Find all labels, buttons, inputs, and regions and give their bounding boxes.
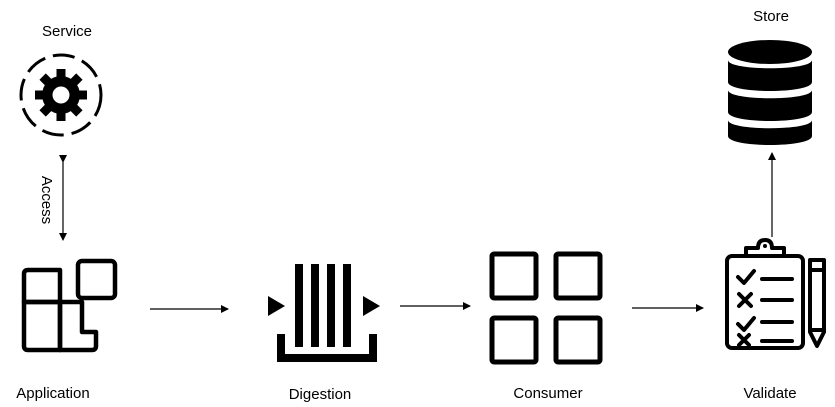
application-label: Application (16, 385, 90, 402)
validate-label: Validate (743, 385, 797, 402)
checklist-icon (725, 238, 826, 350)
ingestion-icon (268, 264, 380, 362)
service-label: Service (41, 23, 93, 40)
app-grid-icon (21, 258, 118, 353)
database-icon (728, 40, 812, 145)
digestion-label: Digestion (288, 386, 352, 403)
four-squares-icon (489, 251, 603, 365)
consumer-label: Consumer (513, 385, 583, 402)
gear-icon (19, 53, 103, 137)
access-edge-label: Access (38, 175, 55, 225)
store-label: Store (753, 8, 789, 25)
